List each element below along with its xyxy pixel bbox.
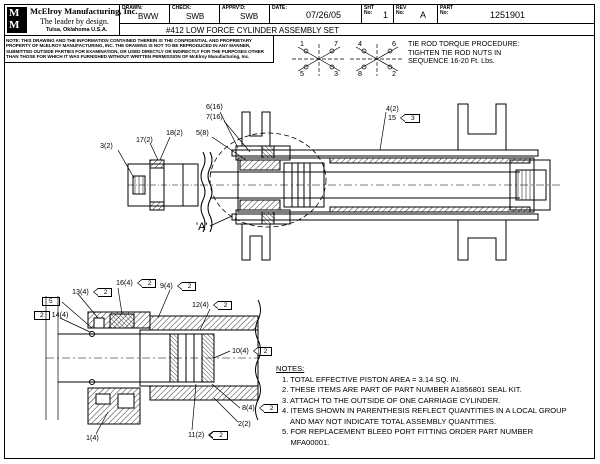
callout-1-4: 1(4) <box>86 433 99 442</box>
sht-value: 1 <box>383 10 389 20</box>
part-value: 1251901 <box>490 10 526 20</box>
company-logo: M M <box>7 7 27 33</box>
callout-9-4-label: 9(4) <box>160 281 173 290</box>
drawing-title: #412 LOW FORCE CYLINDER ASSEMBLY SET <box>166 26 340 35</box>
sht-cell <box>362 4 394 24</box>
callout-12-4-label: 12(4) <box>192 300 209 309</box>
torque-right-6: 6 <box>392 39 396 48</box>
apprvd-label: APPRV'D: <box>222 5 246 11</box>
torque-left-1: 1 <box>300 39 304 48</box>
callout-5-box: 5 <box>42 297 60 306</box>
drawing-frame <box>4 4 595 459</box>
callout-13-4-label: 13(4) <box>72 287 89 296</box>
callout-11-2-flag: 2 <box>208 431 228 440</box>
tie-rod-line-2: TIGHTEN TIE ROD NUTS IN <box>408 47 502 57</box>
callout-6-16: 6(16) <box>206 102 223 111</box>
callout-14-4: 2 14(4) <box>34 311 68 320</box>
callout-14-4-box: 2 <box>34 311 50 320</box>
torque-right-2: 2 <box>392 69 396 78</box>
callout-15: 15 3 <box>388 114 420 123</box>
notes-block: NOTES: 1. TOTAL EFFECTIVE PISTON AREA = … <box>276 364 567 448</box>
callout-17-2: 17(2) <box>136 135 153 144</box>
drawn-label: DRAWN: <box>122 5 143 11</box>
upper-leaders <box>117 111 387 179</box>
tie-rod-line-1: TIE ROD TORQUE PROCEDURE: <box>408 39 520 48</box>
notes-heading: NOTES: <box>276 364 305 373</box>
check-value: SWB <box>186 12 205 21</box>
rev-cell <box>394 4 438 24</box>
callout-12-4-flag: 2 <box>212 301 233 310</box>
callout-14-4-label: 14(4) <box>51 310 69 319</box>
callout-8-4-flag: 2 <box>258 404 279 413</box>
note-3: 3. ATTACH TO THE OUTSIDE OF ONE CARRIAGE… <box>282 395 501 405</box>
apprvd-cell <box>220 4 270 24</box>
cylinder-assembly-view <box>127 103 560 261</box>
callout-16-4: 16(4) 2 <box>116 278 157 288</box>
torque-left-3: 3 <box>334 69 338 78</box>
callout-11-2: 11(2) 2 <box>188 431 228 440</box>
callout-5-8: 5(8) <box>196 128 209 137</box>
company-location: Tulsa, Oklahoma U.S.A. <box>46 27 108 33</box>
lower-leaders <box>59 287 241 435</box>
drawn-value: BWW <box>138 12 159 21</box>
callout-8-4: 8(4) 2 <box>242 403 279 413</box>
section-a-label: 'A' <box>196 221 208 233</box>
callout-12-4: 12(4) 2 <box>192 300 233 310</box>
note-4-continued: AND MAY NOT INDICATE TOTAL ASSEMBLY QUAN… <box>282 416 497 426</box>
notice-cell <box>4 36 274 63</box>
callout-16-4-flag: 2 <box>136 279 157 288</box>
callout-13-4: 13(4) 2 <box>72 287 113 297</box>
note-4: 4. ITEMS SHOWN IN PARENTHESIS REFLECT QU… <box>282 406 567 415</box>
callout-10-4: 10(4) 2 <box>232 346 273 356</box>
torque-left-7: 7 <box>334 39 338 48</box>
company-slogan: The leader by design. <box>40 17 109 26</box>
torque-right-8: 8 <box>358 69 362 78</box>
date-cell <box>270 4 362 24</box>
callout-4-2: 4(2) <box>386 104 399 113</box>
confidentiality-notice: NOTE: THIS DRAWING AND THE INFORMATION C… <box>6 38 264 59</box>
note-2: 2. THESE ITEMS ARE PART OF PART NUMBER A… <box>282 385 522 394</box>
callout-16-4-label: 16(4) <box>116 278 133 287</box>
callout-2-2: 2(2) <box>238 419 251 428</box>
callout-13-4-flag: 2 <box>92 288 113 297</box>
torque-pattern-right <box>350 44 404 76</box>
callout-3-2: 3(2) <box>100 141 113 150</box>
callout-9-4-flag: 2 <box>176 282 197 291</box>
part-label: PART No: <box>440 5 454 16</box>
callout-7-16: 7(16) <box>206 112 223 121</box>
detail-a-view <box>45 296 261 425</box>
check-cell <box>170 4 220 24</box>
sht-label: SHT No: <box>364 5 374 16</box>
drawing-title-cell <box>120 24 595 36</box>
part-cell <box>438 4 595 24</box>
callout-11-2-label: 11(2) <box>188 430 205 439</box>
tie-rod-procedure: TIE ROD TORQUE PROCEDURE: TIGHTEN TIE RO… <box>408 39 520 66</box>
rev-value: A <box>420 10 427 20</box>
callout-15-label: 15 <box>388 113 396 122</box>
torque-pattern-left <box>292 44 346 76</box>
callout-5-box-label: 5 <box>42 297 60 306</box>
date-value: 07/26/05 <box>306 10 342 20</box>
rev-label: REV No: <box>396 5 407 16</box>
check-label: CHECK: <box>172 5 192 11</box>
torque-right-4: 4 <box>358 39 362 48</box>
note-1: 1. TOTAL EFFECTIVE PISTON AREA = 3.14 SQ… <box>282 374 461 384</box>
callout-18-2: 18(2) <box>166 128 183 137</box>
note-5: 5. FOR REPLACEMENT BLEED PORT FITTING OR… <box>282 427 534 436</box>
callout-10-4-label: 10(4) <box>232 346 249 355</box>
company-name: McElroy Manufacturing, Inc. <box>30 6 138 16</box>
drawn-cell <box>120 4 170 24</box>
date-label: DATE: <box>272 5 287 11</box>
callout-15-flag: 3 <box>400 114 420 123</box>
callout-8-4-label: 8(4) <box>242 403 255 412</box>
logo-cell <box>4 4 120 36</box>
torque-left-5: 5 <box>300 69 304 78</box>
callout-10-4-flag: 2 <box>252 347 273 356</box>
callout-9-4: 9(4) 2 <box>160 281 197 291</box>
apprvd-value: SWB <box>240 12 259 21</box>
tie-rod-line-3: SEQUENCE 16-20 Ft. Lbs. <box>408 56 495 66</box>
note-5-continued: MFA00001. <box>282 437 330 447</box>
